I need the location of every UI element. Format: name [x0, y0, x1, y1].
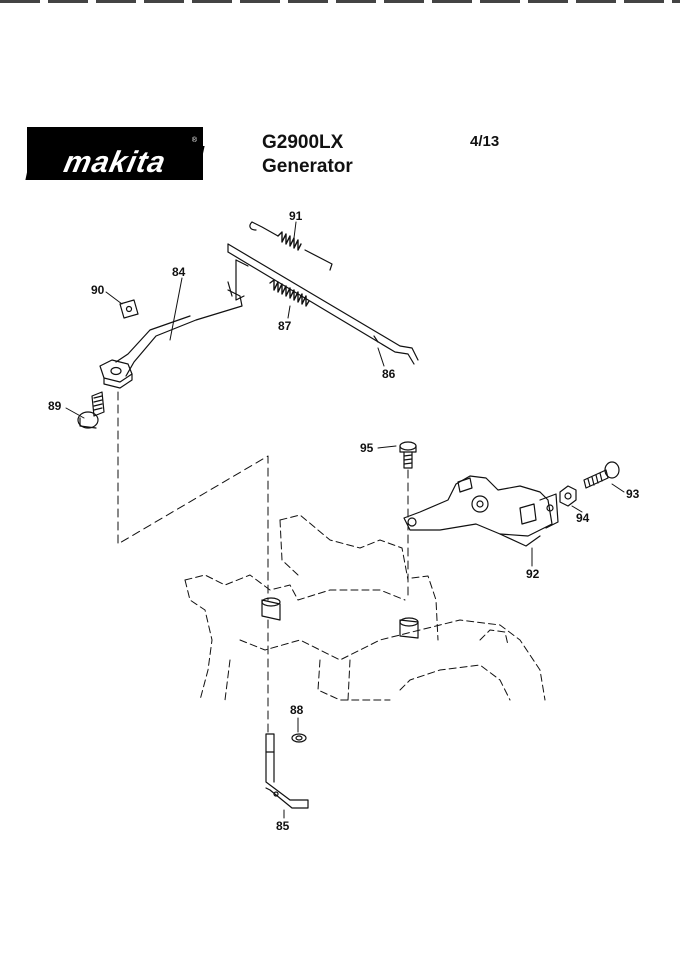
page-number: 4/13	[470, 133, 500, 150]
callout-92: 92	[526, 567, 540, 581]
model-name: G2900LX	[262, 132, 344, 153]
screw-93	[583, 461, 620, 489]
bolt-89	[77, 391, 105, 429]
callout-84: 84	[172, 265, 186, 279]
product-name: Generator	[262, 156, 353, 177]
callout-90: 90	[91, 283, 105, 297]
engine-outline	[184, 514, 546, 701]
page-top-border	[0, 0, 680, 3]
callout-95: 95	[360, 441, 374, 455]
callout-93: 93	[626, 487, 640, 501]
callout-88: 88	[290, 703, 304, 717]
engine-bosses	[261, 597, 419, 639]
spring-87	[269, 279, 310, 307]
bracket-92	[403, 475, 559, 547]
callout-87: 87	[278, 319, 292, 333]
makita-logo: makita ®	[25, 127, 205, 180]
rod-86	[227, 243, 419, 365]
callout-leaders	[65, 221, 625, 819]
callout-89: 89	[48, 399, 62, 413]
lever-arm-84	[99, 281, 243, 389]
spring-91	[249, 221, 333, 271]
callout-86: 86	[382, 367, 396, 381]
clip-88	[291, 733, 307, 743]
registered-mark: ®	[191, 137, 197, 144]
clip-90	[119, 299, 139, 319]
rod-85	[265, 733, 309, 809]
nut-94	[559, 485, 577, 507]
bolt-95	[399, 441, 417, 469]
callout-85: 85	[276, 819, 290, 833]
callout-94: 94	[576, 511, 590, 525]
callout-labels: 91 84 90 87 86 89 95 93 94 92 88 85	[48, 209, 640, 833]
callout-91: 91	[289, 209, 303, 223]
